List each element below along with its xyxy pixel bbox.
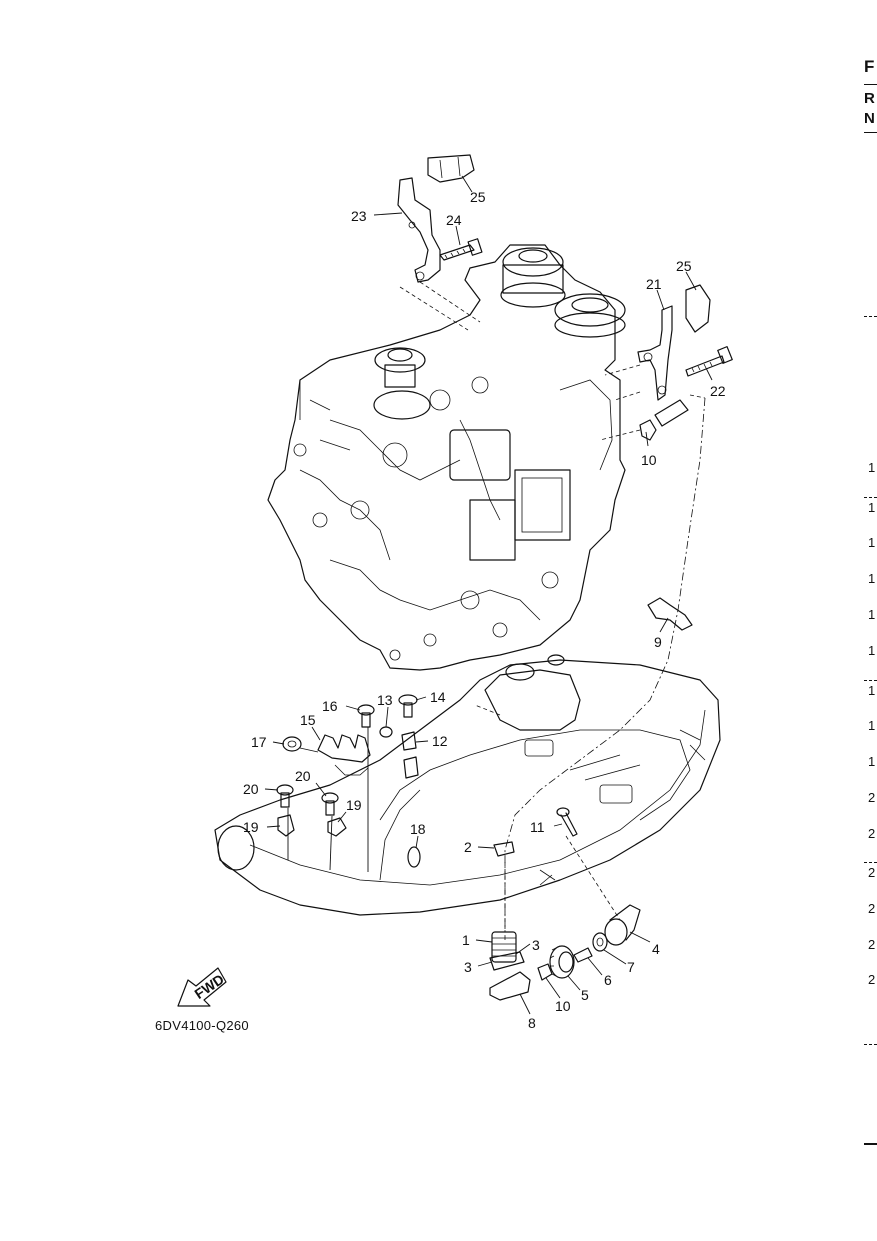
bolt-24 (439, 238, 483, 261)
bracket-21 (637, 305, 673, 401)
callout-21: 21 (646, 276, 662, 292)
nut-2 (493, 841, 515, 857)
callout-23: 23 (351, 208, 367, 224)
margin-row-number: 2 (868, 972, 876, 987)
bolt-20-right (321, 792, 339, 816)
bracket-23 (397, 177, 441, 283)
margin-row-number: 1 (868, 535, 876, 550)
margin-row-number: 1 (868, 643, 876, 658)
callout-24: 24 (446, 212, 462, 228)
callout-3-lower: 3 (464, 959, 472, 975)
bolt-16 (357, 704, 375, 728)
margin-row-number: 2 (868, 865, 876, 880)
callout-20-right: 20 (295, 768, 311, 784)
dashed-lines (399, 281, 706, 940)
callout-7: 7 (627, 959, 635, 975)
margin-sub-r: R (864, 90, 875, 107)
margin-row-number: 1 (868, 500, 876, 515)
shaft-6 (573, 947, 593, 963)
callout-numbers: 25 23 24 25 21 22 10 9 16 13 14 15 17 12… (243, 189, 726, 1031)
margin-dash (864, 316, 877, 317)
margin-rule (864, 132, 877, 133)
bolt-22 (685, 346, 733, 377)
screw-11 (556, 807, 578, 837)
callout-8: 8 (528, 1015, 536, 1031)
grommet-1 (491, 931, 517, 963)
callout-5: 5 (581, 987, 589, 1003)
margin-dash (864, 862, 877, 863)
hose-8 (489, 971, 531, 1001)
callout-14: 14 (430, 689, 446, 705)
clamp-9 (647, 597, 693, 631)
bracket-15 (317, 734, 371, 776)
gear-5 (549, 945, 575, 979)
margin-sub-n: N (864, 110, 875, 127)
callout-20-left: 20 (243, 781, 259, 797)
callout-15: 15 (300, 712, 316, 728)
bolt-20-left (276, 784, 294, 808)
clamp-10-upper (639, 419, 657, 441)
nut-17 (282, 736, 319, 753)
margin-column: F R N 1 1 1 1 1 1 1 1 1 2 2 2 2 2 2 (864, 0, 877, 1241)
margin-row-number: 1 (868, 683, 876, 698)
clip-25-top (427, 154, 475, 183)
callout-11: 11 (530, 819, 545, 835)
callout-19-right: 19 (346, 797, 362, 813)
grommet-18 (407, 846, 421, 868)
margin-row-number: 2 (868, 901, 876, 916)
margin-row-number: 2 (868, 937, 876, 952)
margin-row-number: 1 (868, 607, 876, 622)
engine-block (267, 244, 626, 671)
callout-19-left: 19 (243, 819, 259, 835)
hose-upper (654, 399, 689, 427)
callout-10-upper: 10 (641, 452, 657, 468)
callout-18: 18 (410, 821, 426, 837)
callout-25-top: 25 (470, 189, 486, 205)
callout-16: 16 (322, 698, 338, 714)
bolt-14 (398, 694, 418, 718)
clip-25-right (685, 284, 711, 333)
clamp-3 (489, 951, 525, 971)
callout-4: 4 (652, 941, 660, 957)
margin-heading: F (864, 57, 875, 76)
washer-7 (592, 932, 608, 952)
margin-rule (864, 84, 877, 85)
washer-13 (379, 726, 393, 738)
callout-9: 9 (654, 634, 662, 650)
margin-dash (864, 680, 877, 681)
grommet-12 (401, 731, 419, 779)
margin-row-number: 1 (868, 460, 876, 475)
callout-10-lower: 10 (555, 998, 571, 1014)
diagram-caption: 6DV4100-Q260 (155, 1018, 249, 1033)
callout-1: 1 (462, 932, 470, 948)
margin-row-number: 1 (868, 718, 876, 733)
callout-25-right: 25 (676, 258, 692, 274)
margin-rule (864, 1143, 877, 1145)
callout-17: 17 (251, 734, 267, 750)
callout-6: 6 (604, 972, 612, 988)
clip-19-right (327, 817, 347, 837)
callout-12: 12 (432, 733, 448, 749)
callout-2: 2 (464, 839, 472, 855)
margin-dash (864, 1044, 877, 1045)
fwd-arrow-icon: FWD (177, 967, 227, 1007)
margin-dash (864, 497, 877, 498)
margin-row-number: 1 (868, 571, 876, 586)
callout-3-upper: 3 (532, 937, 540, 953)
clip-19-left (277, 814, 295, 837)
callout-22: 22 (710, 383, 726, 399)
callout-13: 13 (377, 692, 393, 708)
cover-4 (604, 904, 641, 946)
leader-lines (264, 175, 713, 1015)
margin-row-number: 2 (868, 790, 876, 805)
margin-row-number: 1 (868, 754, 876, 769)
bottom-cowling (214, 654, 721, 916)
margin-row-number: 2 (868, 826, 876, 841)
